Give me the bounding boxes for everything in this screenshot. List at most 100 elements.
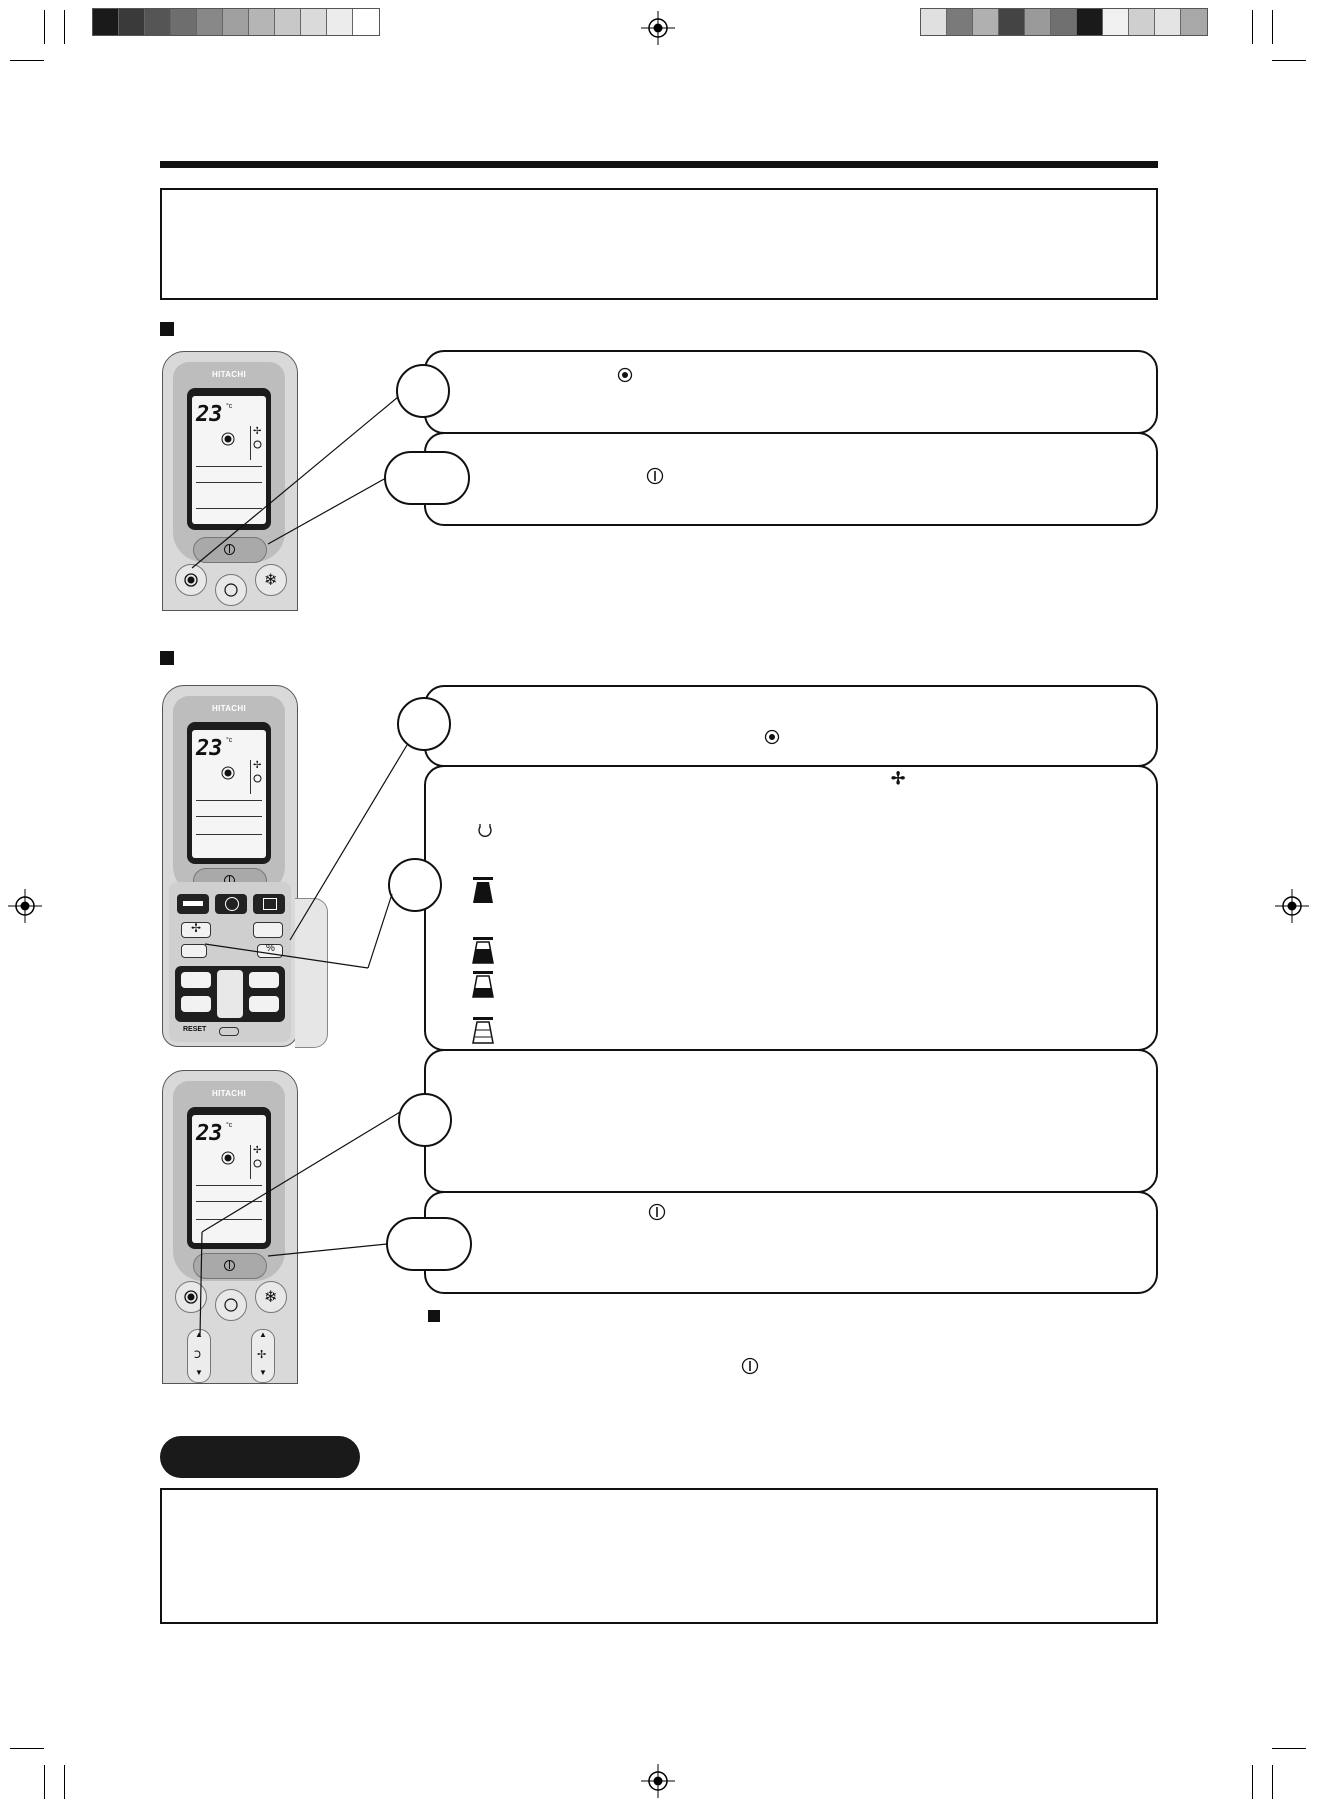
fan-speed-med-icon: [472, 937, 494, 964]
registration-mark: [8, 889, 42, 923]
cool-button[interactable]: ❄: [255, 564, 287, 596]
on-timer-2-button[interactable]: [249, 972, 279, 988]
time-adjust-button[interactable]: [217, 970, 243, 1018]
brand-logo: HITACHI: [212, 704, 246, 713]
crop-mark: [44, 1765, 45, 1799]
swing-button[interactable]: [215, 894, 247, 914]
circle-dot-icon: [764, 729, 780, 745]
remote-control-2: HITACHI 23 °c ✢ ✢ %: [162, 685, 298, 1047]
unit-display: °c: [226, 1122, 233, 1129]
registration-mark: [641, 11, 675, 45]
power-icon: [648, 1203, 666, 1221]
temperature-display: 23: [196, 1121, 223, 1146]
power-icon: [741, 1357, 759, 1375]
step-number-circle: [396, 364, 450, 418]
timer-button-group: [175, 966, 285, 1022]
step-box-4: [424, 765, 1158, 1051]
fan-speed-low-icon: [472, 971, 494, 998]
note-box: [160, 1488, 1158, 1624]
intro-box: [160, 188, 1158, 300]
unit-display: °c: [226, 403, 233, 410]
remote-control-1: HITACHI 23 °c ✢ ❄: [162, 351, 298, 611]
crop-mark: [1252, 1765, 1253, 1799]
color-bar-left: [92, 8, 380, 36]
on-timer-button[interactable]: [181, 996, 211, 1012]
step-box-2: [424, 432, 1158, 526]
step-box-1: [424, 350, 1158, 434]
crop-mark: [64, 10, 65, 44]
crop-mark: [64, 1765, 65, 1799]
timer-button[interactable]: [215, 1289, 247, 1321]
fan-icon: ✢: [257, 1349, 267, 1361]
fan-indicator-icon: ✢: [253, 760, 262, 771]
crop-mark: [1272, 1765, 1273, 1799]
reset-label: RESET: [183, 1026, 207, 1033]
unit-display: °c: [226, 737, 233, 744]
power-button[interactable]: [193, 1253, 267, 1279]
sleep-button[interactable]: [181, 944, 207, 958]
off-timer-button[interactable]: [181, 972, 211, 988]
clock-icon: [224, 583, 238, 597]
off-timer-2-button[interactable]: [249, 996, 279, 1012]
fan-up-down-button[interactable]: ▲ ✢ ▼: [251, 1329, 275, 1383]
fan-speed-high-icon: [473, 877, 493, 903]
mode-button[interactable]: [175, 1281, 207, 1313]
fan-icon: ✢: [191, 921, 202, 935]
brand-logo: HITACHI: [212, 370, 246, 379]
step-box-5: [424, 1049, 1158, 1193]
step-box-6: [424, 1191, 1158, 1294]
function-button[interactable]: [253, 922, 283, 938]
remote-control-3: HITACHI 23 °c ✢ ❄ ▲ Ↄ ▼: [162, 1070, 298, 1384]
percent-button[interactable]: %: [257, 943, 283, 958]
section-bullet: [160, 322, 174, 336]
circle-dot-icon: [184, 573, 198, 587]
step-number-pill: [384, 451, 470, 505]
crop-mark: [10, 60, 44, 61]
snowflake-icon: ❄: [264, 572, 278, 589]
section-bullet: [428, 1310, 440, 1322]
step-box-3: [424, 685, 1158, 767]
temperature-display: 23: [196, 402, 223, 427]
fan-icon: ✢: [891, 769, 906, 788]
mode-select-button[interactable]: [177, 894, 209, 914]
auto-cycle-icon: [478, 824, 492, 837]
crop-mark: [1272, 1748, 1306, 1749]
crop-mark: [1272, 10, 1273, 44]
power-icon: [224, 1260, 235, 1271]
remote-lid: [295, 898, 328, 1048]
power-icon: [224, 544, 235, 555]
mode-indicator-icon: [221, 766, 235, 780]
auto-indicator-icon: [253, 1159, 262, 1168]
set-button[interactable]: [219, 1027, 239, 1036]
fan-speed-silent-icon: [472, 1017, 494, 1044]
crop-mark: [10, 1748, 44, 1749]
mode-indicator-icon: [221, 432, 235, 446]
registration-mark: [1275, 889, 1309, 923]
step-number-circle: [398, 1093, 452, 1147]
power-icon: [646, 467, 664, 485]
crop-mark: [1252, 10, 1253, 44]
brand-logo: HITACHI: [212, 1089, 246, 1098]
snowflake-icon: ❄: [264, 1289, 278, 1306]
mode-button[interactable]: [175, 564, 207, 596]
timer-button[interactable]: [215, 574, 247, 606]
auto-indicator-icon: [253, 440, 262, 449]
mode-indicator-icon: [221, 1151, 235, 1165]
airflow-button[interactable]: [253, 894, 285, 914]
clock-icon: [224, 1298, 238, 1312]
step-number-circle: [397, 697, 451, 751]
circle-dot-icon: [184, 1290, 198, 1304]
fan-indicator-icon: ✢: [253, 1145, 262, 1156]
color-bar-right: [920, 8, 1208, 36]
crop-mark: [44, 10, 45, 44]
power-button[interactable]: [193, 537, 267, 563]
fan-indicator-icon: ✢: [253, 426, 262, 437]
fan-speed-button[interactable]: ✢: [181, 921, 211, 938]
header-rule: [160, 161, 1158, 168]
crop-mark: [1272, 60, 1306, 61]
inner-button-panel: ✢ % RESET: [169, 882, 291, 1042]
cool-button[interactable]: ❄: [255, 1281, 287, 1313]
temp-up-down-button[interactable]: ▲ Ↄ ▼: [187, 1329, 211, 1383]
step-number-circle: [388, 858, 442, 912]
auto-indicator-icon: [253, 774, 262, 783]
